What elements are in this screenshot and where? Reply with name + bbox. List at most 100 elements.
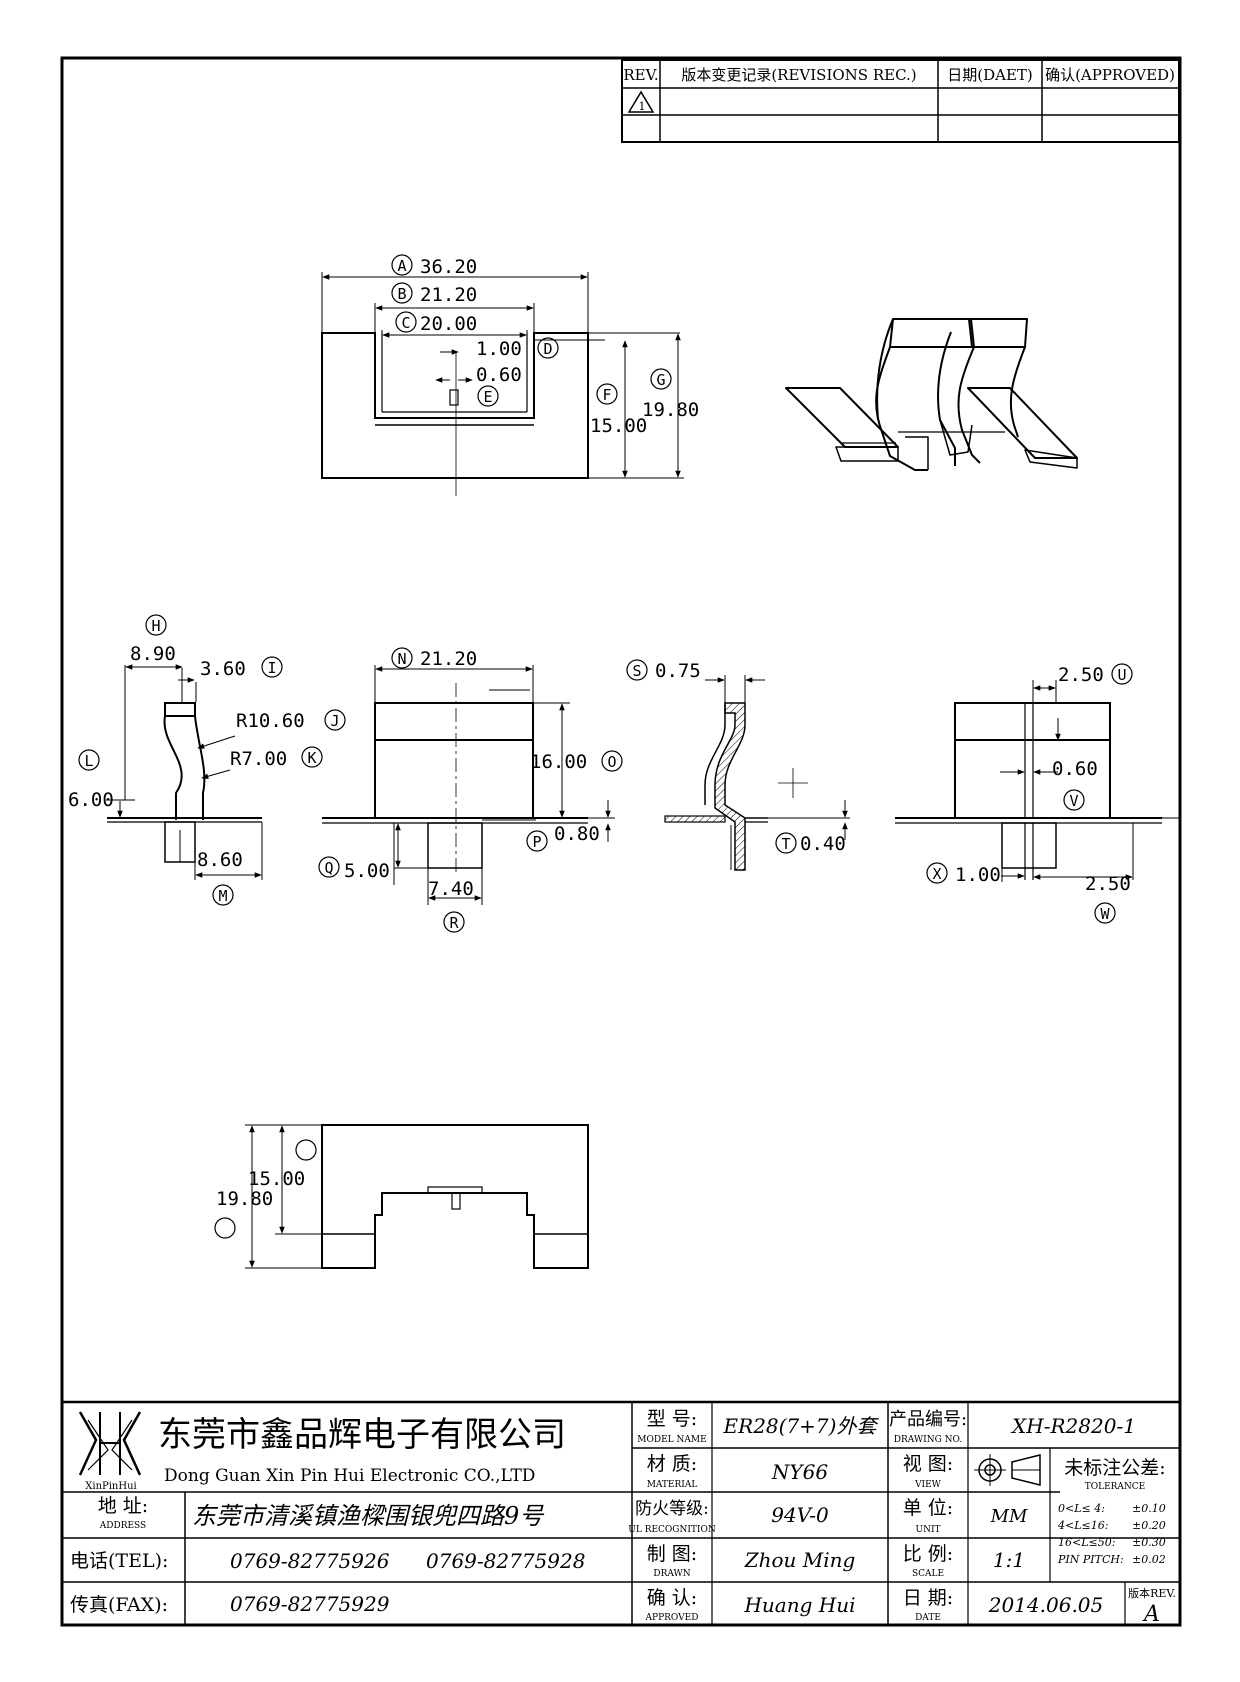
- dim-t: 0.40: [800, 833, 846, 855]
- front-view: [322, 683, 588, 875]
- flame-label-en: UL RECOGNITION: [628, 1525, 716, 1535]
- marker-m: [212, 884, 234, 906]
- dim-m: 8.60: [197, 849, 243, 871]
- marker-u: [1111, 663, 1133, 685]
- dim-g: 19.80: [642, 399, 699, 421]
- version-value: A: [1142, 1602, 1160, 1627]
- flame-value: 94V-0: [771, 1503, 829, 1527]
- material-label-en: MATERIAL: [647, 1480, 698, 1490]
- marker-u-letter: U: [1117, 666, 1126, 684]
- front-view-dims: [374, 665, 615, 905]
- section-view: [664, 702, 808, 871]
- bottom-view-labels: 15.00 19.80: [214, 1139, 317, 1239]
- marker-c: [395, 311, 417, 333]
- bottom-view-dims: [245, 1124, 375, 1269]
- company-logo: [78, 1411, 142, 1476]
- dim-o: 16.00: [530, 751, 587, 773]
- dim-c: 20.00: [420, 313, 477, 335]
- logo-text: XinPinHui: [85, 1481, 136, 1492]
- tolerance-range-2: 4<L≤16:: [1057, 1519, 1108, 1532]
- tolerance-value-4: ±0.02: [1132, 1553, 1166, 1566]
- isometric-view: [785, 318, 1078, 471]
- top-view-labels: A 36.20 B 21.20 C 20.00 1.00 D 0.60 E F …: [391, 254, 699, 437]
- marker-i-letter: I: [267, 659, 276, 677]
- tel-label: 电话(TEL):: [70, 1550, 168, 1572]
- tolerance-range-1: 0<L≤ 4:: [1058, 1502, 1105, 1515]
- dim-e: 0.60: [476, 364, 522, 386]
- marker-x-letter: X: [932, 865, 941, 883]
- drawing-no-label: 产品编号:: [889, 1409, 967, 1430]
- tel-2: 0769-82775928: [426, 1549, 585, 1573]
- dim-u: 2.50: [1058, 664, 1104, 686]
- drawing-no-value: XH-R2820-1: [1010, 1414, 1136, 1438]
- side-view-left-labels: H 8.90 3.60 I R10.60 J R7.00 K L 6.00 8.…: [68, 614, 346, 906]
- marker-q-letter: Q: [324, 859, 333, 877]
- flame-label: 防火等级:: [635, 1499, 709, 1519]
- revision-table: REV. 版本变更记录(REVISIONS REC.) 日期(DAET) 确认(…: [621, 59, 1180, 143]
- date-value: 2014.06.05: [988, 1593, 1104, 1617]
- tolerance-value-3: ±0.30: [1132, 1536, 1166, 1549]
- dim-l: 6.00: [68, 789, 114, 811]
- dim-i: 3.60: [200, 658, 246, 680]
- marker-h-letter: H: [151, 617, 160, 635]
- marker-d: [537, 337, 559, 359]
- model-label-en: MODEL NAME: [637, 1435, 706, 1445]
- version-label: 版本REV.: [1128, 1586, 1176, 1600]
- marker-h: [145, 614, 167, 636]
- revision-approved-header: 确认(APPROVED): [1045, 66, 1175, 84]
- marker-bottom-upper: [295, 1139, 317, 1161]
- front-view-labels: N 21.20 16.00 O P 0.80 Q 5.00 7.40 R: [318, 647, 623, 933]
- dim-h: 8.90: [130, 643, 176, 665]
- marker-s: [626, 659, 648, 681]
- marker-x: [926, 862, 948, 884]
- address-label-en: ADDRESS: [99, 1521, 146, 1531]
- marker-a: [391, 254, 413, 276]
- drawn-label: 制 图:: [647, 1543, 697, 1565]
- marker-t: [775, 832, 797, 854]
- marker-o: [601, 750, 623, 772]
- dim-v: 0.60: [1052, 758, 1098, 780]
- marker-bottom-lower: [214, 1217, 236, 1239]
- tolerance-range-4: PIN PITCH:: [1057, 1553, 1124, 1566]
- fax-label: 传真(FAX):: [70, 1594, 168, 1616]
- marker-k-letter: K: [307, 749, 316, 767]
- projection-symbol-icon: [974, 1454, 1041, 1486]
- dim-r: 7.40: [428, 878, 474, 900]
- tolerance-range-3: 16<L≤50:: [1058, 1536, 1115, 1549]
- revision-triangle-icon: [627, 90, 655, 113]
- marker-j: [324, 709, 346, 731]
- dim-bottom-19: 19.80: [216, 1188, 273, 1210]
- dim-q: 5.00: [344, 860, 390, 882]
- address-label: 地 址:: [98, 1495, 148, 1517]
- tel-1: 0769-82775926: [230, 1549, 390, 1573]
- right-view-labels: 2.50 U 0.60 V X 1.00 2.50 W: [926, 663, 1133, 924]
- date-label: 日 期:: [903, 1587, 953, 1609]
- marker-q: [318, 856, 340, 878]
- marker-b: [391, 282, 413, 304]
- marker-p: [526, 830, 548, 852]
- dim-x: 1.00: [955, 864, 1001, 886]
- dim-d: 1.00: [476, 338, 522, 360]
- marker-e-letter: E: [483, 388, 492, 406]
- tolerance-label-en: TOLERANCE: [1085, 1482, 1146, 1492]
- marker-g: [650, 368, 672, 390]
- marker-p-letter: P: [532, 833, 541, 851]
- revision-date-header: 日期(DAET): [947, 66, 1033, 84]
- tolerance-label: 未标注公差:: [1064, 1457, 1165, 1479]
- right-view-dims: [1000, 680, 1180, 882]
- section-view-labels: S 0.75 T 0.40: [626, 659, 846, 855]
- marker-j-letter: J: [330, 712, 339, 730]
- rev-header: REV.: [623, 66, 658, 84]
- dim-w: 2.50: [1085, 873, 1131, 895]
- scale-label-en: SCALE: [912, 1569, 944, 1579]
- marker-t-letter: T: [781, 835, 790, 853]
- scale-label: 比 例:: [903, 1543, 953, 1565]
- dim-b: 21.20: [420, 284, 477, 306]
- drawn-value: Zhou Ming: [744, 1548, 856, 1572]
- marker-r-letter: R: [449, 914, 459, 932]
- side-view-left: [107, 702, 262, 863]
- address-value: 东莞市清溪镇渔樑围银兜四路9号: [192, 1502, 545, 1530]
- marker-k: [301, 746, 323, 768]
- company-name-cn: 东莞市鑫品辉电子有限公司: [158, 1415, 566, 1455]
